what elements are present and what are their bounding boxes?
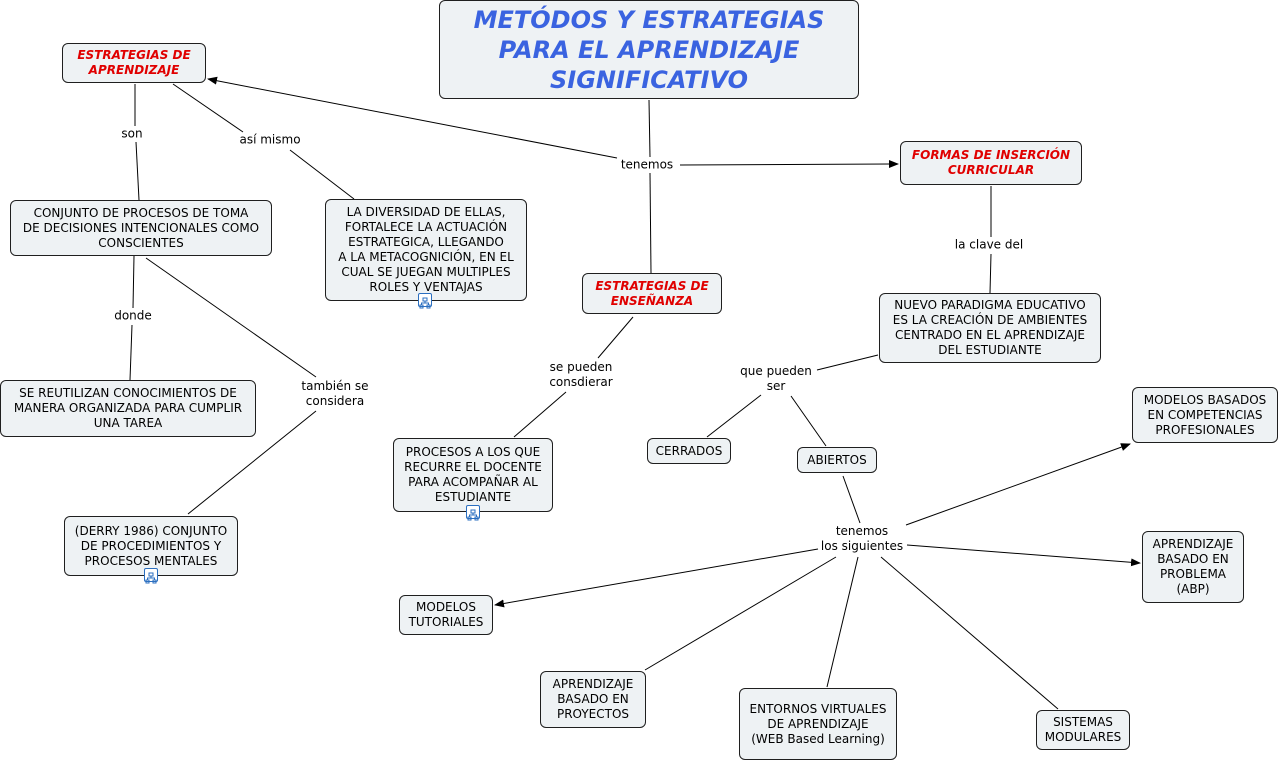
link-la-clave-del[interactable]: la clave del (952, 237, 1026, 253)
node-abiertos[interactable]: ABIERTOS (797, 447, 877, 473)
node-estrategias-aprendizaje[interactable]: ESTRATEGIAS DE APRENDIZAJE (62, 43, 206, 83)
node-procesos-docente[interactable]: PROCESOS A LOS QUE RECURRE EL DOCENTE PA… (393, 438, 553, 512)
node-cerrados[interactable]: CERRADOS (647, 438, 731, 464)
node-aprendizaje-proyectos[interactable]: APRENDIZAJE BASADO EN PROYECTOS (540, 671, 646, 728)
node-entornos-virtuales[interactable]: ENTORNOS VIRTUALES DE APRENDIZAJE (WEB B… (739, 688, 897, 760)
attachment-icon[interactable] (144, 568, 158, 584)
node-derry[interactable]: (DERRY 1986) CONJUNTO DE PROCEDIMIENTOS … (64, 516, 238, 576)
node-modelos-tutoriales[interactable]: MODELOS TUTORIALES (399, 595, 493, 635)
link-donde[interactable]: donde (112, 308, 154, 324)
link-que-pueden-ser[interactable]: que pueden ser (738, 364, 814, 394)
node-conjunto-procesos[interactable]: CONJUNTO DE PROCESOS DE TOMA DE DECISION… (10, 200, 272, 256)
link-tambien-se-considera[interactable]: también se considera (299, 379, 371, 409)
node-diversidad[interactable]: LA DIVERSIDAD DE ELLAS, FORTALECE LA ACT… (325, 199, 527, 301)
node-reutilizan[interactable]: SE REUTILIZAN CONOCIMIENTOS DE MANERA OR… (0, 380, 256, 437)
node-estrategias-ensenanza[interactable]: ESTRATEGIAS DE ENSEÑANZA (582, 273, 722, 314)
link-asi-mismo[interactable]: así mismo (237, 132, 303, 148)
node-modelos-competencias[interactable]: MODELOS BASADOS EN COMPETENCIAS PROFESIO… (1132, 387, 1278, 443)
node-nuevo-paradigma[interactable]: NUEVO PARADIGMA EDUCATIVO ES LA CREACIÓN… (879, 293, 1101, 363)
link-tenemos-los-siguientes[interactable]: tenemos los siguientes (818, 524, 906, 554)
link-se-pueden-considerar[interactable]: se pueden consdierar (547, 360, 615, 390)
link-tenemos[interactable]: tenemos (618, 157, 676, 173)
attachment-icon[interactable] (418, 293, 432, 309)
map-title[interactable]: METÓDOS Y ESTRATEGIAS PARA EL APRENDIZAJ… (439, 0, 859, 99)
link-son[interactable]: son (119, 126, 145, 142)
node-abp[interactable]: APRENDIZAJE BASADO EN PROBLEMA (ABP) (1142, 531, 1244, 603)
node-sistemas-modulares[interactable]: SISTEMAS MODULARES (1036, 710, 1130, 750)
attachment-icon[interactable] (466, 505, 480, 521)
node-formas-insercion[interactable]: FORMAS DE INSERCIÓN CURRICULAR (900, 141, 1082, 185)
